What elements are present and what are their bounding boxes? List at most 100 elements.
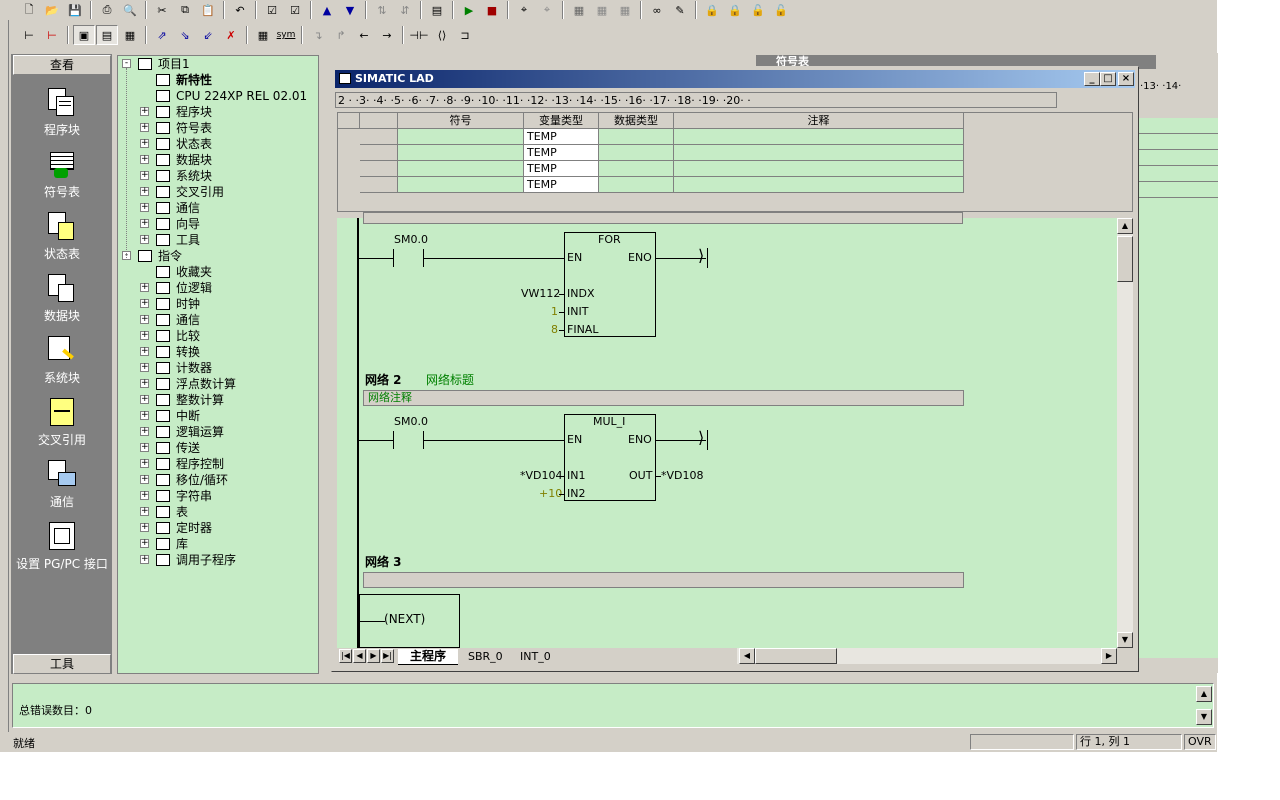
tree-item-instruction[interactable]: +整数计算	[118, 392, 318, 408]
download-icon[interactable]: ▼	[345, 3, 355, 17]
compile-all-icon[interactable]: ☑	[290, 3, 300, 17]
tree-item-instruction[interactable]: +中断	[118, 408, 318, 424]
expand-icon[interactable]: +	[140, 410, 149, 420]
table-column-header[interactable]: 注释	[674, 113, 964, 129]
table-cell-symbol[interactable]	[398, 177, 524, 193]
for-box[interactable]	[564, 232, 656, 337]
table-row-selector[interactable]	[360, 161, 398, 177]
expand-icon[interactable]: +	[140, 234, 149, 244]
expand-icon[interactable]: +	[140, 106, 149, 116]
insert-network-icon[interactable]: ⊢	[24, 28, 34, 42]
table-row-selector[interactable]	[360, 129, 398, 145]
force-icon[interactable]: ∞	[652, 3, 662, 17]
tree-item-instruction[interactable]: +计数器	[118, 360, 318, 376]
background-window-title[interactable]: 符号表	[756, 55, 1156, 69]
expand-icon[interactable]: +	[140, 554, 149, 564]
sort-ascending-icon[interactable]: ⇅	[377, 3, 387, 17]
copy-icon[interactable]: ⧉	[181, 3, 189, 16]
options-icon[interactable]: ▤	[431, 3, 443, 17]
unforce-icon[interactable]: ✎	[675, 3, 685, 17]
sort-descending-icon[interactable]: ⇵	[400, 3, 410, 17]
table-cell-data-type[interactable]	[599, 177, 674, 193]
tree-project-root[interactable]: -项目1	[118, 56, 318, 72]
contact-icon[interactable]: ⊣⊢	[409, 28, 429, 42]
expand-icon[interactable]: +	[140, 170, 149, 180]
undo-icon[interactable]: ↶	[235, 3, 245, 17]
expand-icon[interactable]: +	[140, 474, 149, 484]
for-final-value[interactable]: 8	[551, 323, 558, 336]
expand-icon[interactable]: +	[140, 378, 149, 388]
expand-icon[interactable]: +	[140, 282, 149, 292]
output-scroll-up[interactable]: ▲	[1196, 686, 1212, 702]
tree-item-instructions[interactable]: -指令	[118, 248, 318, 264]
tree-item-instruction[interactable]: +传送	[118, 440, 318, 456]
tree-item-instruction[interactable]: +比较	[118, 328, 318, 344]
hscroll-thumb[interactable]	[755, 648, 837, 664]
tab-last-button[interactable]: ▶|	[381, 649, 394, 663]
expand-icon[interactable]: +	[140, 298, 149, 308]
expand-icon[interactable]: +	[140, 218, 149, 228]
editor-vscrollbar[interactable]	[1117, 218, 1133, 648]
for-indx-value[interactable]: VW112	[521, 287, 561, 300]
expand-icon[interactable]: +	[140, 458, 149, 468]
lad-window-titlebar[interactable]: SIMATIC LAD	[335, 70, 1135, 88]
line-down-icon[interactable]: ↴	[313, 28, 323, 42]
nav-item-pgpc-interface[interactable]: 设置 PG/PC 接口	[13, 522, 111, 572]
table-cell-comment[interactable]	[674, 145, 964, 161]
paste-icon[interactable]: 📋	[201, 3, 215, 17]
output-panel[interactable]	[12, 683, 1214, 728]
write-all-icon[interactable]: ▦	[619, 3, 631, 17]
table-row-selector[interactable]	[360, 177, 398, 193]
tree-item-project[interactable]: +状态表	[118, 136, 318, 152]
remove-bookmarks-icon[interactable]: ✗	[226, 28, 236, 42]
tree-item-instruction[interactable]: +字符串	[118, 488, 318, 504]
nav-item-cross-reference[interactable]: 交叉引用	[13, 398, 111, 448]
cut-icon[interactable]: ✂	[157, 3, 167, 17]
tree-item-instruction[interactable]: +程序控制	[118, 456, 318, 472]
tree-item-instruction[interactable]: 收藏夹	[118, 264, 318, 280]
save-file-icon[interactable]: 💾	[68, 3, 82, 17]
tab-int0[interactable]: INT_0	[520, 650, 551, 663]
expand-icon[interactable]: +	[140, 522, 149, 532]
tree-item-instruction[interactable]: +位逻辑	[118, 280, 318, 296]
tree-item-instruction[interactable]: +表	[118, 504, 318, 520]
expand-icon[interactable]: +	[140, 330, 149, 340]
prev-bookmark-icon[interactable]: ⇙	[203, 28, 213, 42]
table-column-header[interactable]: 符号	[398, 113, 524, 129]
tree-item-new-features[interactable]: 新特性	[118, 72, 318, 88]
expand-icon[interactable]: +	[140, 506, 149, 516]
tree-item-project[interactable]: +向导	[118, 216, 318, 232]
table-cell-var-type[interactable]: TEMP	[524, 161, 599, 177]
mul-out-value[interactable]: *VD108	[661, 469, 704, 482]
close-button[interactable]: ×	[1118, 72, 1134, 86]
tree-item-cpu[interactable]: CPU 224XP REL 02.01	[118, 88, 318, 104]
tree-item-project[interactable]: +交叉引用	[118, 184, 318, 200]
tree-item-instruction[interactable]: +浮点数计算	[118, 376, 318, 392]
tab-sbr0[interactable]: SBR_0	[468, 650, 503, 663]
tree-item-instruction[interactable]: +移位/循环	[118, 472, 318, 488]
tree-item-instruction[interactable]: +定时器	[118, 520, 318, 536]
nav-item-symbol-table[interactable]: 符号表	[13, 150, 111, 200]
run-icon[interactable]: ▶	[464, 3, 474, 17]
expand-icon[interactable]: +	[140, 314, 149, 324]
bookmark-icon[interactable]: ⇗	[157, 28, 167, 42]
nav-item-communication[interactable]: 通信	[13, 460, 111, 510]
scroll-up-button[interactable]: ▲	[1117, 218, 1133, 234]
tab-first-button[interactable]: |◀	[339, 649, 352, 663]
nav-item-status-table[interactable]: 状态表	[13, 212, 111, 262]
expand-icon[interactable]: +	[140, 138, 149, 148]
lock-all-icon[interactable]: 🔒	[728, 3, 742, 17]
tree-item-project[interactable]: +系统块	[118, 168, 318, 184]
expand-icon[interactable]: +	[140, 442, 149, 452]
table-cell-data-type[interactable]	[599, 161, 674, 177]
unlock-icon[interactable]: 🔓	[751, 3, 765, 17]
compile-icon[interactable]: ☑	[267, 3, 277, 17]
scroll-thumb[interactable]	[1117, 236, 1133, 282]
toggle-symbol-icon[interactable]: ▤	[96, 25, 118, 45]
line-left-icon[interactable]: ←	[359, 28, 369, 42]
expand-icon[interactable]: +	[140, 426, 149, 436]
network2-comment[interactable]: 网络注释	[363, 390, 964, 406]
table-column-header[interactable]: 变量类型	[524, 113, 599, 129]
expand-icon[interactable]: +	[140, 154, 149, 164]
line-up-icon[interactable]: ↱	[336, 28, 346, 42]
